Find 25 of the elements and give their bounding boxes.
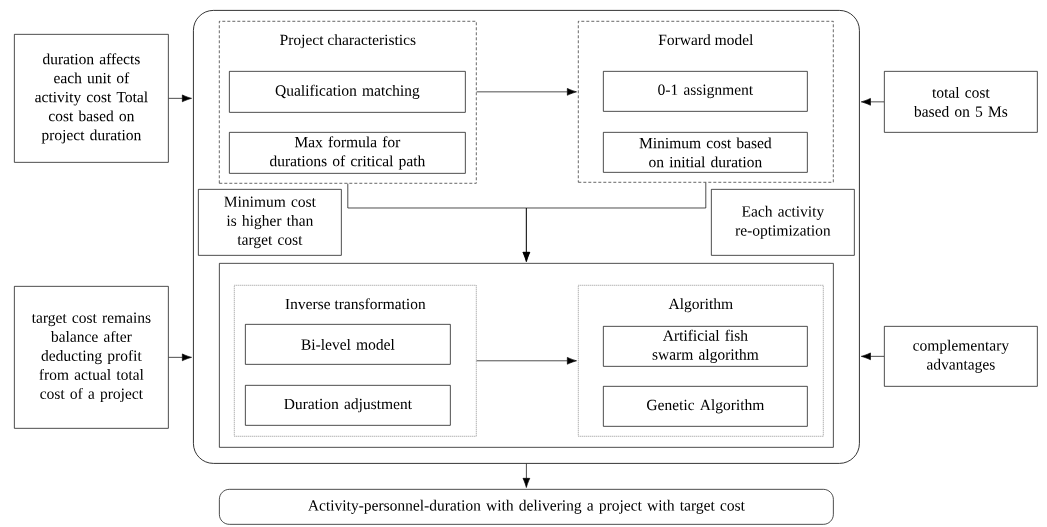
note-box: Minimum cost is higher than target cost [198,189,342,256]
process-box: Max formula for durations of critical path [229,132,466,174]
arrow [860,98,885,106]
input-box: total cost based on 5 Ms [884,71,1038,133]
output-box: Activity-personnel-duration with delivering a project with target cost [219,489,834,525]
process-box: Minimum cost based on initial duration [603,132,808,173]
arrow [522,182,707,262]
arrow [476,88,577,96]
input-box: complementary advantages [884,326,1038,387]
process-box: Bi-level model [245,324,451,365]
arrow [168,94,192,103]
process-box: Artificial fish swarm algorithm [603,326,808,367]
process-box: 0-1 assignment [603,71,808,112]
rounded-frame [193,10,860,464]
process-box: Qualification matching [229,71,466,113]
note-box: Each activity re-optimization [711,189,855,256]
arrow [522,463,531,488]
arrow [168,353,192,362]
input-box: target cost remains balance after deducting profit from actual total cost of a project [14,286,169,429]
input-box: duration affects each unit of activity cost Total cost based on project duration [14,34,169,163]
process-box: Genetic Algorithm [603,386,808,427]
arrow [476,357,577,365]
process-box: Duration adjustment [245,385,451,426]
arrow [860,352,885,361]
container-box [219,263,834,448]
